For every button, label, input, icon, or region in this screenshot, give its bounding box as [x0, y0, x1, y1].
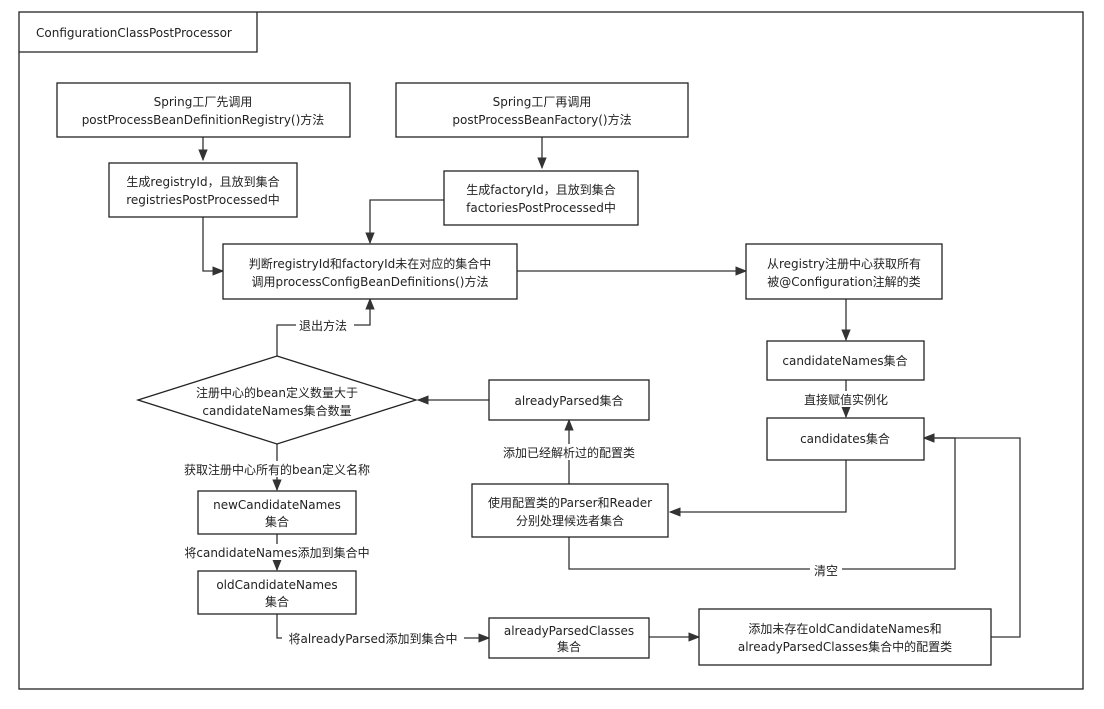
svg-text:postProcessBeanDefinitionRegis: postProcessBeanDefinitionRegistry()方法: [82, 112, 325, 127]
title-tab: [19, 12, 258, 53]
edge-genfactory-to-check: [365, 199, 444, 245]
edge-genregistry-to-check: [202, 217, 225, 276]
svg-text:分别处理候选者集合: 分别处理候选者集合: [516, 513, 624, 528]
svg-text:alreadyParsed集合: alreadyParsed集合: [514, 393, 623, 408]
diagram-title: ConfigurationClassPostProcessor: [36, 26, 232, 40]
svg-text:postProcessBeanFactory()方法: postProcessBeanFactory()方法: [452, 112, 631, 127]
edge-addmissing-to-candidates: [922, 433, 1021, 638]
label-direct-assign: 直接赋值实例化: [804, 392, 888, 407]
node-already-parsed: alreadyParsed集合: [488, 379, 650, 421]
svg-text:注册中心的bean定义数量大于: 注册中心的bean定义数量大于: [196, 385, 358, 400]
svg-text:candidateNames集合: candidateNames集合: [782, 353, 907, 368]
svg-text:从registry注册中心获取所有: 从registry注册中心获取所有: [767, 256, 921, 271]
label-add-candidate-names: 将candidateNames添加到集合中: [184, 545, 369, 560]
node-check-and-process: 判断registryId和factoryId未在对应的集合中 调用process…: [222, 243, 518, 300]
svg-text:生成factoryId，且放到集合: 生成factoryId，且放到集合: [466, 182, 615, 197]
label-get-all-names: 获取注册中心所有的bean定义名称: [184, 462, 370, 477]
svg-text:集合: 集合: [265, 594, 289, 609]
svg-text:candidates集合: candidates集合: [800, 431, 890, 446]
node-get-config-classes: 从registry注册中心获取所有 被@Configuration注解的类: [745, 243, 943, 300]
svg-text:oldCandidateNames: oldCandidateNames: [216, 578, 337, 592]
node-gen-registry-id: 生成registryId，且放到集合 registriesPostProcess…: [108, 162, 298, 218]
svg-text:alreadyParsedClasses: alreadyParsedClasses: [504, 624, 634, 638]
svg-text:集合: 集合: [265, 514, 289, 529]
node-old-candidate-names: oldCandidateNames 集合: [197, 570, 357, 615]
node-parser-reader: 使用配置类的Parser和Reader 分别处理候选者集合: [471, 483, 669, 538]
node-decision: 注册中心的bean定义数量大于 candidateNames集合数量: [135, 355, 419, 445]
svg-text:candidateNames集合数量: candidateNames集合数量: [202, 403, 351, 418]
node-candidate-names: candidateNames集合: [766, 340, 925, 381]
svg-text:添加未存在oldCandidateNames和: 添加未存在oldCandidateNames和: [748, 622, 941, 636]
svg-text:集合: 集合: [557, 639, 581, 654]
svg-text:Spring工厂先调用: Spring工厂先调用: [154, 95, 253, 109]
node-add-missing: 添加未存在oldCandidateNames和 alreadyParsedCla…: [698, 608, 992, 666]
svg-text:alreadyParsedClasses集合中的配置类: alreadyParsedClasses集合中的配置类: [738, 639, 952, 654]
node-gen-factory-id: 生成factoryId，且放到集合 factoriesPostProcessed…: [443, 170, 639, 226]
node-spring-registry: Spring工厂先调用 postProcessBeanDefinitionReg…: [56, 82, 351, 138]
node-already-parsed-classes: alreadyParsedClasses 集合: [488, 617, 650, 659]
svg-text:registriesPostProcessed中: registriesPostProcessed中: [126, 192, 280, 207]
svg-text:调用processConfigBeanDefinitions: 调用processConfigBeanDefinitions()方法: [252, 274, 489, 289]
svg-text:factoriesPostProcessed中: factoriesPostProcessed中: [466, 200, 616, 215]
label-add-parsed: 添加已经解析过的配置类: [503, 445, 635, 460]
label-clear: 清空: [814, 564, 838, 578]
label-exit-method: 退出方法: [299, 318, 347, 333]
node-spring-factory: Spring工厂再调用 postProcessBeanFactory()方法: [395, 82, 689, 138]
svg-text:Spring工厂再调用: Spring工厂再调用: [493, 95, 592, 109]
node-new-candidate-names: newCandidateNames 集合: [197, 490, 357, 535]
svg-text:使用配置类的Parser和Reader: 使用配置类的Parser和Reader: [488, 495, 652, 510]
node-candidates: candidates集合: [766, 417, 925, 461]
edge-candidates-to-parser: [668, 460, 847, 517]
svg-text:判断registryId和factoryId未在对应的集合中: 判断registryId和factoryId未在对应的集合中: [249, 256, 492, 271]
svg-text:newCandidateNames: newCandidateNames: [213, 498, 341, 512]
svg-text:生成registryId，且放到集合: 生成registryId，且放到集合: [126, 174, 279, 189]
diagram-frame: [18, 11, 1084, 690]
svg-text:被@Configuration注解的类: 被@Configuration注解的类: [767, 274, 920, 289]
label-add-already-parsed: 将alreadyParsed添加到集合中: [288, 631, 457, 646]
edge-labels: 退出方法 直接赋值实例化 添加已经解析过的配置类 获取注册中心所有的bean定义…: [176, 317, 892, 646]
